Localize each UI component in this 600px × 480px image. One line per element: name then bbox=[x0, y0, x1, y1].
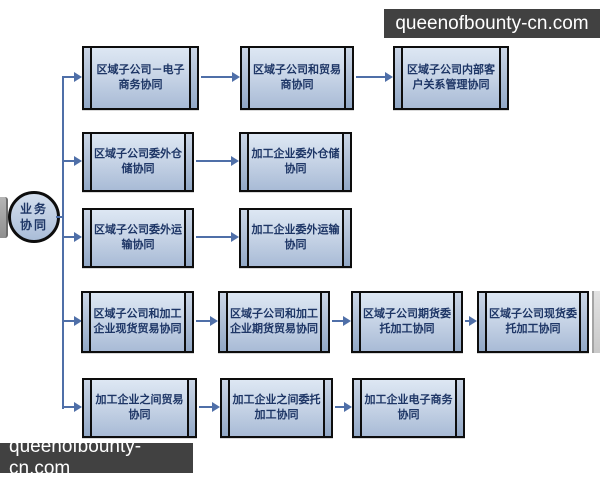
connector-trunk bbox=[62, 76, 64, 409]
cropped-shape-right bbox=[592, 291, 600, 353]
process-box-label: 区域子公司和加工 企业期货贸易协同 bbox=[230, 308, 318, 335]
process-box: 区域子公司委外运 输协同 bbox=[82, 208, 194, 268]
arrowhead-icon bbox=[210, 316, 218, 326]
process-box-label: 区域子公司期货委 托加工协同 bbox=[363, 308, 451, 335]
process-box-label: 加工企业委外仓储 协同 bbox=[251, 148, 340, 175]
process-box-label: 区域子公司内部客 户关系管理协同 bbox=[407, 64, 495, 91]
box-side-band bbox=[84, 48, 92, 108]
box-side-band bbox=[479, 293, 487, 351]
arrowhead-icon bbox=[74, 232, 82, 242]
box-side-band bbox=[395, 48, 403, 108]
arrowhead-icon bbox=[469, 316, 477, 326]
box-side-band bbox=[354, 380, 362, 436]
cropped-shape-left bbox=[0, 197, 8, 238]
box-side-band bbox=[84, 210, 92, 266]
watermark-bottom: queenofbounty-cn.com bbox=[0, 436, 193, 479]
connector-arrow bbox=[62, 160, 75, 162]
watermark-bottom-text: queenofbounty-cn.com bbox=[9, 436, 142, 479]
box-side-band bbox=[84, 380, 92, 436]
connector-arrow bbox=[62, 320, 75, 322]
box-side-band bbox=[453, 293, 461, 351]
arrowhead-icon bbox=[74, 156, 82, 166]
arrowhead-icon bbox=[344, 402, 352, 412]
box-side-band bbox=[84, 134, 92, 190]
box-side-band bbox=[184, 134, 192, 190]
process-box: 区域子公司和加工 企业现货贸易协同 bbox=[81, 291, 194, 353]
process-box: 区域子公司和贸易 商协同 bbox=[240, 46, 354, 110]
connector-arrow bbox=[335, 406, 344, 408]
box-side-band bbox=[242, 48, 250, 108]
process-box: 区域子公司现货委 托加工协同 bbox=[477, 291, 589, 353]
process-box: 区域子公司委外仓 储协同 bbox=[82, 132, 194, 192]
process-box-label: 加工企业之间委托 加工协同 bbox=[232, 394, 321, 421]
connector-arrow bbox=[196, 236, 231, 238]
process-box: 区域子公司内部客 户关系管理协同 bbox=[393, 46, 509, 110]
process-box-label: 加工企业委外运输 协同 bbox=[251, 224, 340, 251]
arrowhead-icon bbox=[74, 72, 82, 82]
process-box-label: 加工企业之间贸易 协同 bbox=[95, 394, 184, 421]
box-side-band bbox=[342, 134, 350, 190]
arrowhead-icon bbox=[231, 156, 239, 166]
connector-arrow bbox=[201, 76, 232, 78]
process-box-label: 加工企业电子商务 协同 bbox=[364, 394, 453, 421]
arrowhead-icon bbox=[231, 232, 239, 242]
box-side-band bbox=[323, 380, 331, 436]
process-box: 加工企业之间贸易 协同 bbox=[82, 378, 197, 438]
box-side-band bbox=[241, 134, 249, 190]
arrowhead-icon bbox=[212, 402, 220, 412]
box-side-band bbox=[241, 210, 249, 266]
process-box-label: 区域子公司委外运 输协同 bbox=[94, 224, 182, 251]
arrowhead-icon bbox=[343, 316, 351, 326]
box-side-band bbox=[342, 210, 350, 266]
process-box: 区域子公司－电子 商务协同 bbox=[82, 46, 199, 110]
arrowhead-icon bbox=[74, 402, 82, 412]
process-box: 加工企业之间委托 加工协同 bbox=[220, 378, 333, 438]
box-side-band bbox=[499, 48, 507, 108]
process-box-label: 区域子公司委外仓 储协同 bbox=[94, 148, 182, 175]
process-box: 区域子公司和加工 企业期货贸易协同 bbox=[218, 291, 330, 353]
box-side-band bbox=[184, 210, 192, 266]
connector-arrow bbox=[62, 76, 75, 78]
box-side-band bbox=[344, 48, 352, 108]
arrowhead-icon bbox=[232, 72, 240, 82]
connector-arrow bbox=[356, 76, 385, 78]
box-side-band bbox=[83, 293, 91, 351]
box-side-band bbox=[184, 293, 192, 351]
box-side-band bbox=[222, 380, 230, 436]
watermark-top-text: queenofbounty-cn.com bbox=[395, 12, 589, 34]
box-side-band bbox=[189, 48, 197, 108]
process-box: 加工企业委外运输 协同 bbox=[239, 208, 352, 268]
process-box: 加工企业委外仓储 协同 bbox=[239, 132, 352, 192]
process-box-label: 区域子公司现货委 托加工协同 bbox=[489, 308, 577, 335]
box-side-band bbox=[220, 293, 228, 351]
box-side-band bbox=[579, 293, 587, 351]
arrowhead-icon bbox=[385, 72, 393, 82]
process-box-label: 区域子公司和加工 企业现货贸易协同 bbox=[93, 308, 182, 335]
connector-arrow bbox=[62, 236, 75, 238]
connector-arrow bbox=[196, 160, 231, 162]
connector-arrow bbox=[332, 320, 343, 322]
process-box-label: 区域子公司和贸易 商协同 bbox=[253, 64, 341, 91]
box-side-band bbox=[187, 380, 195, 436]
connector-arrow bbox=[199, 406, 212, 408]
box-side-band bbox=[455, 380, 463, 436]
watermark-top: queenofbounty-cn.com bbox=[384, 9, 600, 38]
process-box: 区域子公司期货委 托加工协同 bbox=[351, 291, 463, 353]
connector-circle-stub bbox=[56, 216, 64, 218]
box-side-band bbox=[353, 293, 361, 351]
process-box: 加工企业电子商务 协同 bbox=[352, 378, 465, 438]
root-node-label: 业务 协同 bbox=[19, 202, 48, 232]
process-box-label: 区域子公司－电子 商务协同 bbox=[96, 64, 185, 91]
connector-arrow bbox=[196, 320, 210, 322]
box-side-band bbox=[320, 293, 328, 351]
connector-arrow bbox=[62, 406, 75, 408]
root-node-circle: 业务 协同 bbox=[8, 191, 60, 243]
arrowhead-icon bbox=[74, 316, 82, 326]
connector-arrow bbox=[465, 320, 469, 322]
